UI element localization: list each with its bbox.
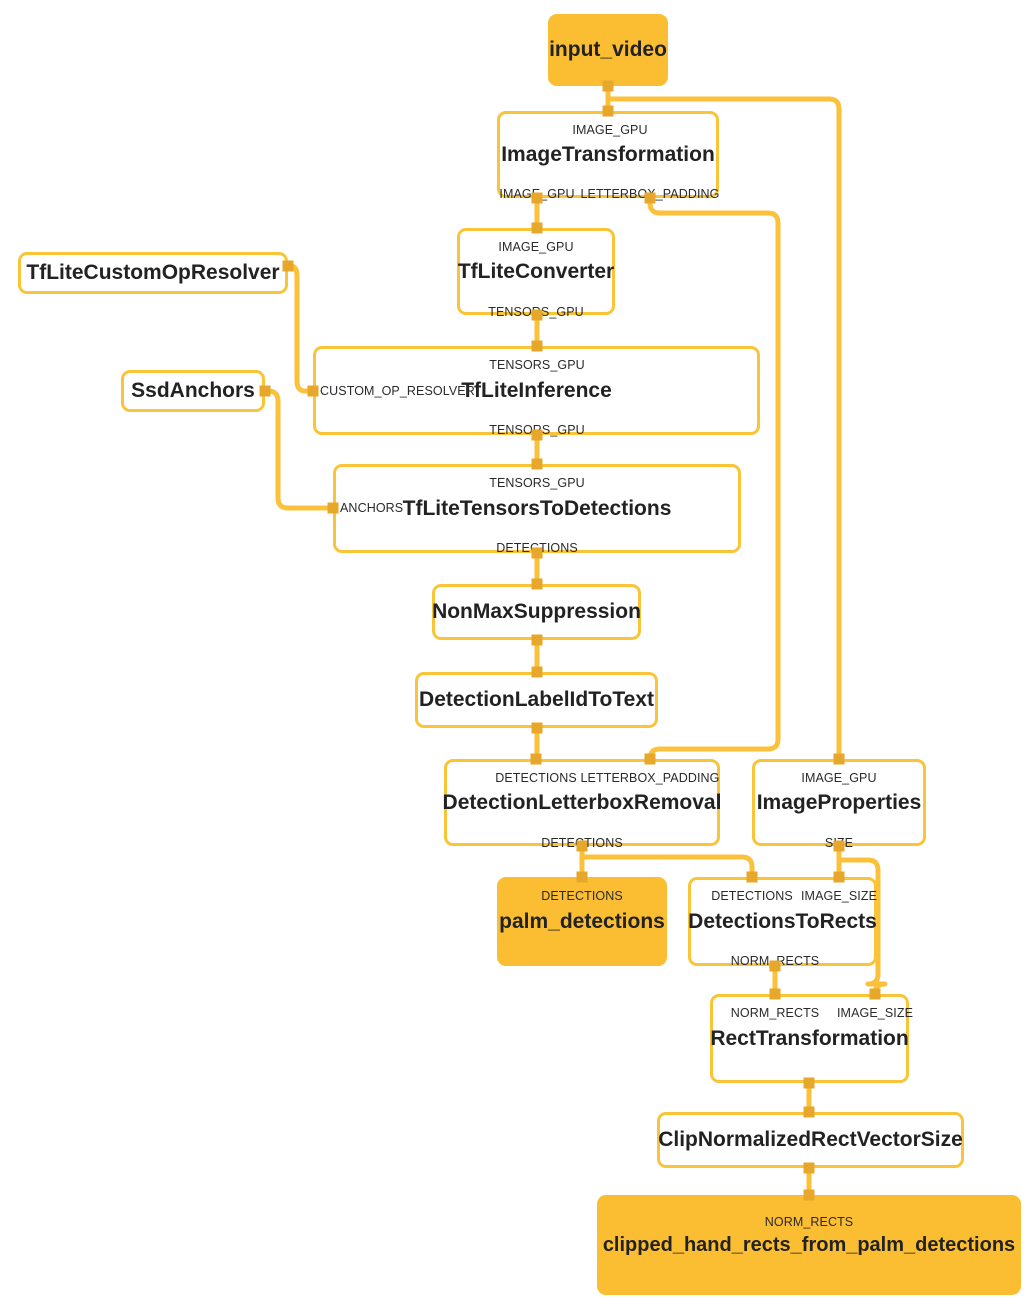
graph-node-NonMaxSuppression[interactable]: NonMaxSuppression bbox=[432, 584, 641, 640]
node-port[interactable] bbox=[531, 547, 543, 559]
node-port[interactable] bbox=[869, 988, 881, 1000]
port-label-image_size: IMAGE_SIZE bbox=[836, 1006, 914, 1020]
node-port[interactable] bbox=[644, 192, 656, 204]
node-port[interactable] bbox=[833, 871, 845, 883]
graph-node-TfLiteCustomOpResolver[interactable]: TfLiteCustomOpResolver bbox=[18, 252, 288, 294]
node-port[interactable] bbox=[803, 1106, 815, 1118]
node-title: TfLiteConverter bbox=[457, 259, 615, 283]
graph-node-DetectionLetterboxRemoval[interactable]: DetectionLetterboxRemoval bbox=[442, 759, 722, 846]
graph-edge bbox=[287, 263, 313, 394]
node-title: clipped_hand_rects_from_palm_detections bbox=[602, 1234, 1016, 1256]
port-label-detections: DETECTIONS bbox=[711, 889, 793, 903]
node-title: NonMaxSuppression bbox=[432, 600, 641, 624]
node-title: ClipNormalizedRectVectorSize bbox=[658, 1128, 963, 1152]
node-port[interactable] bbox=[803, 1189, 815, 1201]
node-title: palm_detections bbox=[499, 909, 665, 933]
node-port[interactable] bbox=[602, 105, 614, 117]
graph-node-RectTransformation[interactable]: RectTransformation bbox=[710, 994, 909, 1083]
port-label-norm_rects: NORM_RECTS bbox=[764, 1215, 854, 1229]
node-port[interactable] bbox=[576, 840, 588, 852]
node-port[interactable] bbox=[531, 222, 543, 234]
port-label-detections: DETECTIONS bbox=[495, 771, 577, 785]
node-title: TfLiteInference bbox=[461, 378, 612, 402]
node-port[interactable] bbox=[833, 840, 845, 852]
node-title: SsdAnchors bbox=[131, 379, 255, 403]
graph-node-palm_detections[interactable]: palm_detections bbox=[497, 877, 667, 966]
node-port[interactable] bbox=[803, 1162, 815, 1174]
node-title: ImageProperties bbox=[756, 790, 922, 814]
node-port[interactable] bbox=[769, 988, 781, 1000]
port-label-image_gpu: IMAGE_GPU bbox=[572, 123, 648, 137]
node-port[interactable] bbox=[746, 871, 758, 883]
node-title: TfLiteTensorsToDetections bbox=[402, 496, 672, 520]
port-label-norm_rects: NORM_RECTS bbox=[730, 1006, 820, 1020]
graph-node-TfLiteConverter[interactable]: TfLiteConverter bbox=[457, 228, 615, 315]
node-title: input_video bbox=[549, 38, 667, 62]
node-title: ImageTransformation bbox=[501, 142, 715, 166]
node-title: RectTransformation bbox=[710, 1026, 909, 1050]
node-port[interactable] bbox=[531, 666, 543, 678]
node-port[interactable] bbox=[803, 1077, 815, 1089]
graph-node-ClipNormalizedRectVectorSize[interactable]: ClipNormalizedRectVectorSize bbox=[657, 1112, 964, 1168]
node-port[interactable] bbox=[531, 192, 543, 204]
node-port[interactable] bbox=[833, 753, 845, 765]
node-port[interactable] bbox=[327, 502, 339, 514]
port-label-anchors: ANCHORS bbox=[340, 501, 404, 515]
graph-node-clipped_hand_rects[interactable]: clipped_hand_rects_from_palm_detections bbox=[597, 1195, 1021, 1295]
graph-edge bbox=[582, 854, 755, 877]
node-port[interactable] bbox=[530, 753, 542, 765]
node-port[interactable] bbox=[531, 458, 543, 470]
port-label-detections: DETECTIONS bbox=[541, 889, 623, 903]
node-title: TfLiteCustomOpResolver bbox=[26, 261, 280, 285]
graph-node-input_video[interactable]: input_video bbox=[548, 14, 668, 86]
node-port[interactable] bbox=[282, 260, 294, 272]
port-label-image_gpu: IMAGE_GPU bbox=[498, 240, 574, 254]
graph-node-ImageProperties[interactable]: ImageProperties bbox=[752, 759, 926, 846]
port-label-image_size: IMAGE_SIZE bbox=[800, 889, 878, 903]
node-title: DetectionLabelIdToText bbox=[419, 688, 654, 712]
port-label-custom_op_resolver: CUSTOM_OP_RESOLVER bbox=[320, 384, 475, 398]
node-port[interactable] bbox=[531, 309, 543, 321]
node-title: DetectionsToRects bbox=[688, 909, 877, 933]
node-port[interactable] bbox=[576, 871, 588, 883]
node-port[interactable] bbox=[531, 634, 543, 646]
graph-node-DetectionLabelIdToText[interactable]: DetectionLabelIdToText bbox=[415, 672, 658, 728]
node-port[interactable] bbox=[531, 429, 543, 441]
node-port[interactable] bbox=[602, 80, 614, 92]
graph-node-SsdAnchors[interactable]: SsdAnchors bbox=[121, 370, 265, 412]
node-title: DetectionLetterboxRemoval bbox=[442, 790, 722, 814]
node-port[interactable] bbox=[769, 960, 781, 972]
port-label-image_gpu: IMAGE_GPU bbox=[801, 771, 877, 785]
node-port[interactable] bbox=[644, 753, 656, 765]
port-label-tensors_gpu: TENSORS_GPU bbox=[489, 358, 585, 372]
node-port[interactable] bbox=[531, 578, 543, 590]
port-label-tensors_gpu: TENSORS_GPU bbox=[489, 476, 585, 490]
node-port[interactable] bbox=[259, 385, 271, 397]
node-port[interactable] bbox=[307, 385, 319, 397]
node-port[interactable] bbox=[531, 340, 543, 352]
port-label-letterbox_padding: LETTERBOX_PADDING bbox=[580, 771, 720, 785]
node-port[interactable] bbox=[531, 722, 543, 734]
